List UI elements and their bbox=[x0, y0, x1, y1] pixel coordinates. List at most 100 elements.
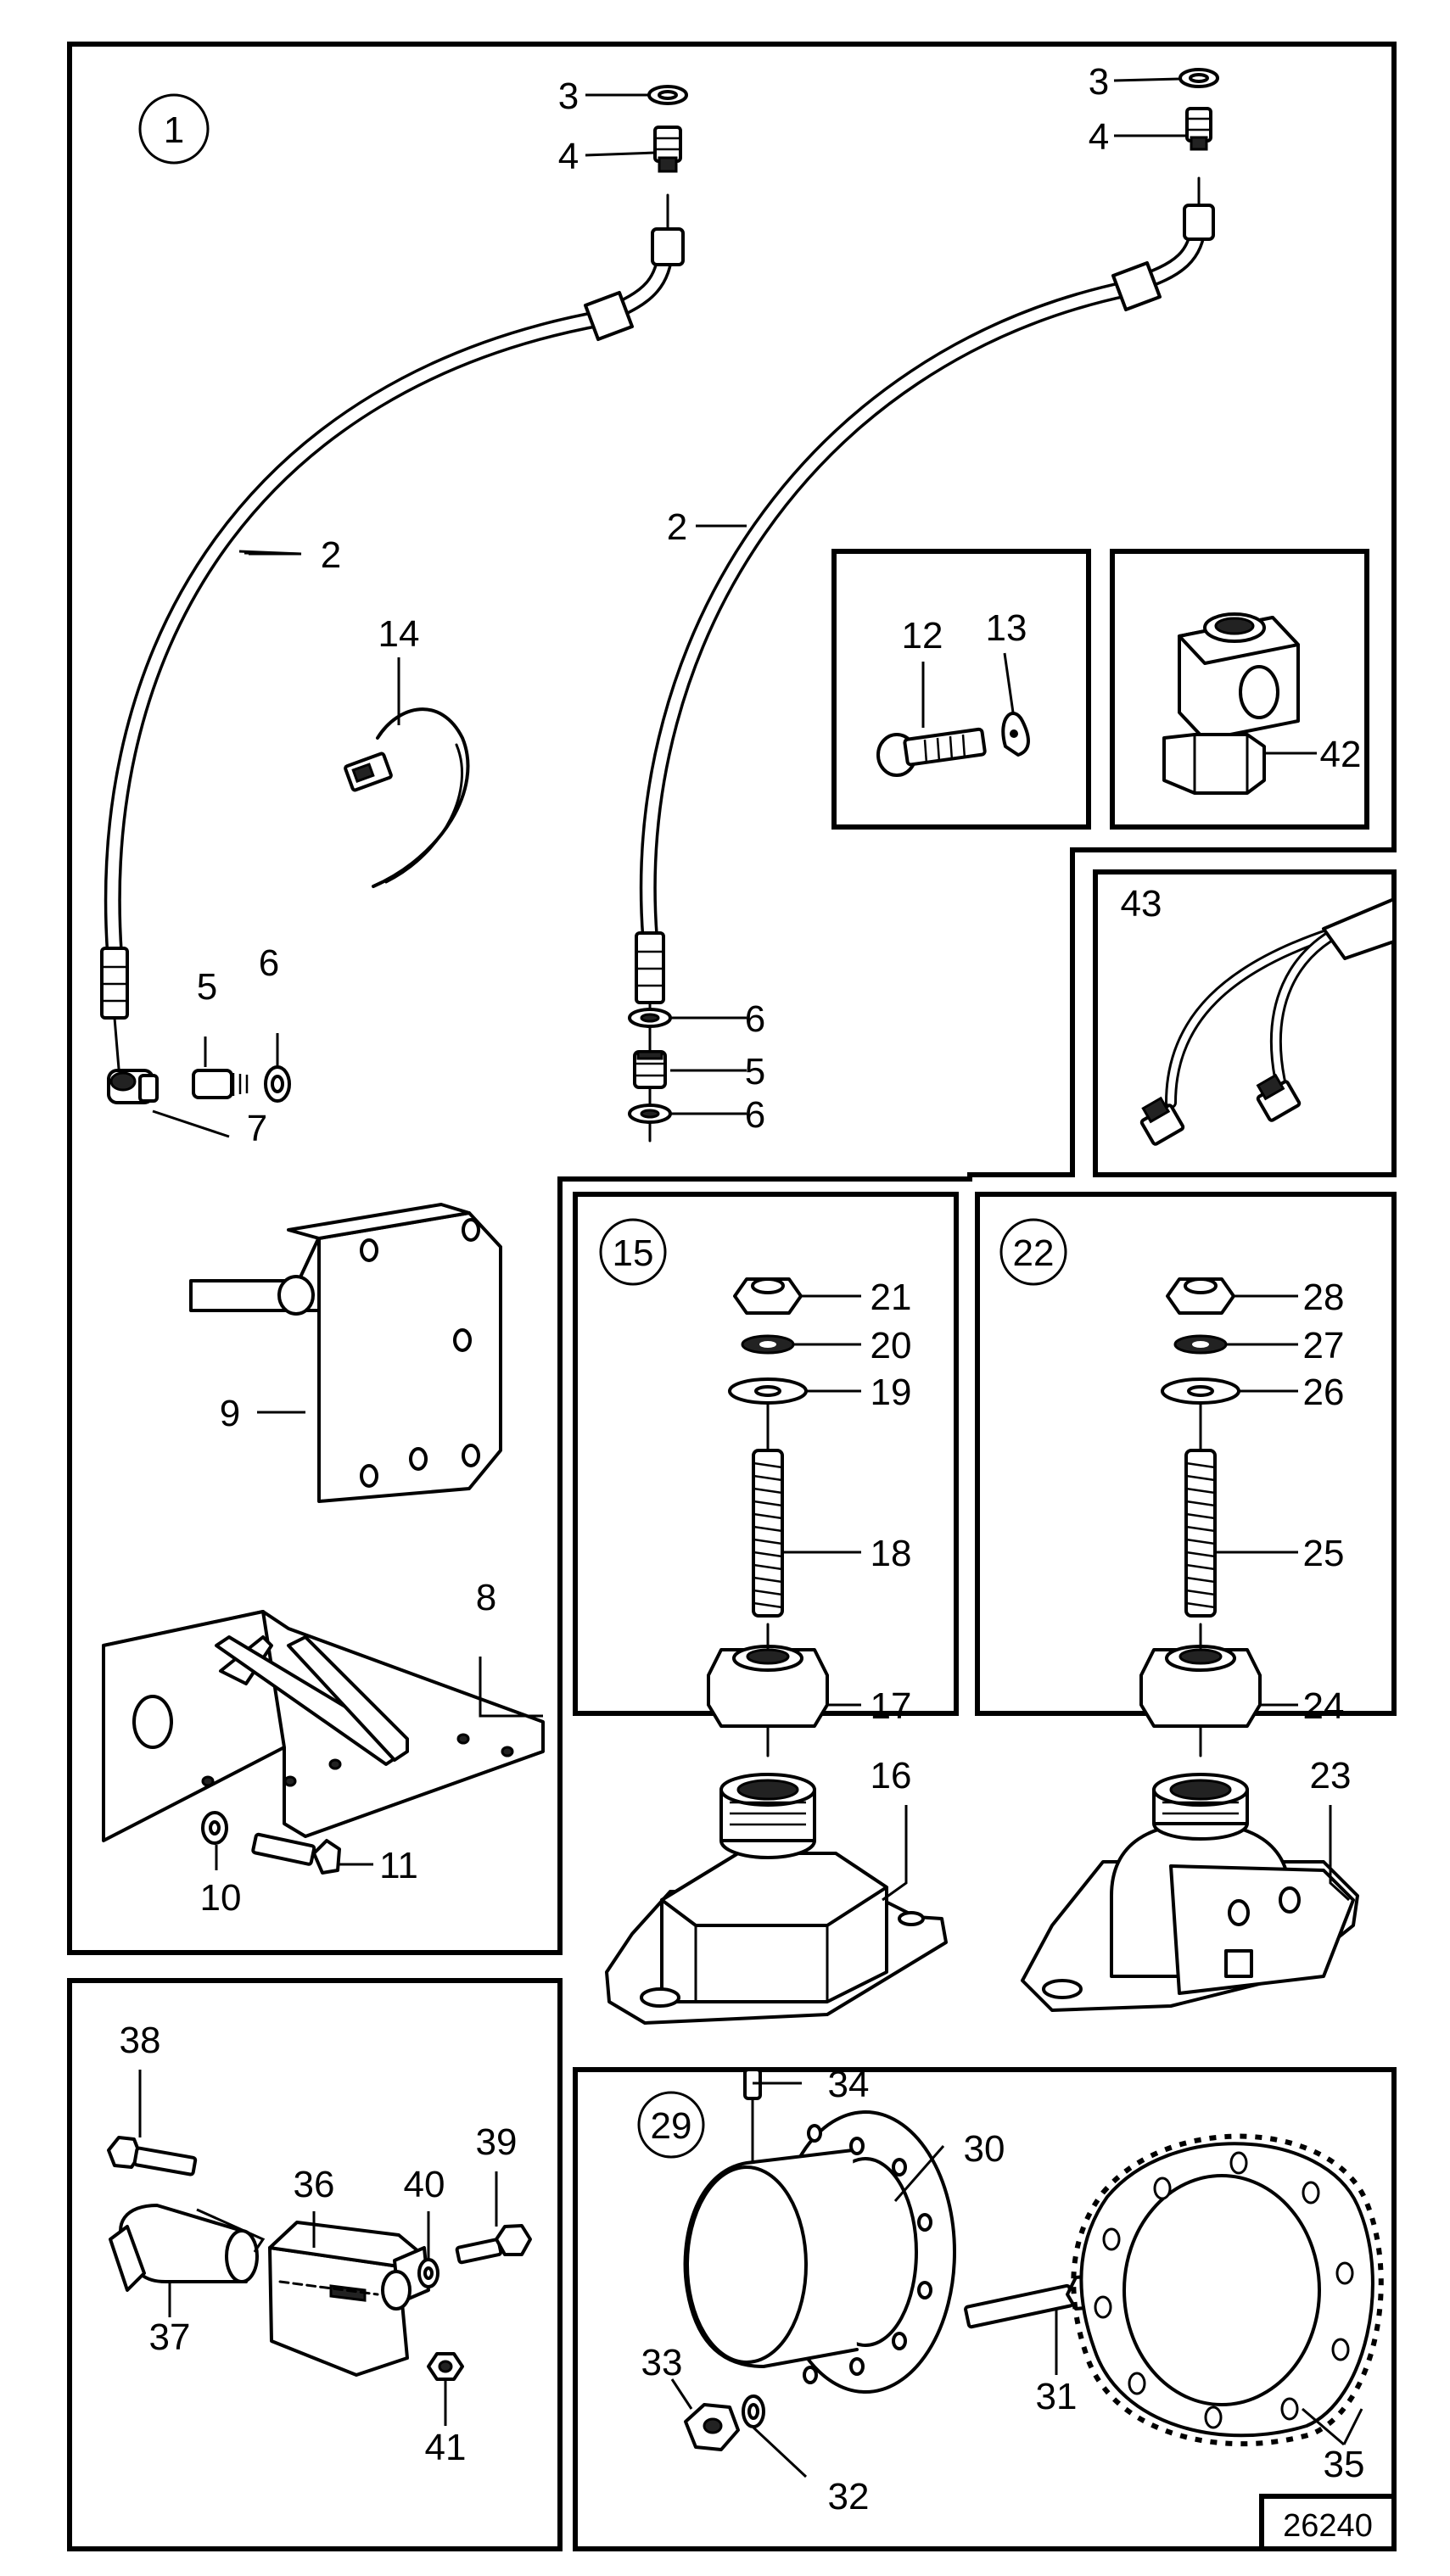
part-21-nut-a bbox=[733, 1277, 803, 1315]
label-7: 7 bbox=[247, 1108, 267, 1149]
part-24-nut-b bbox=[1139, 1623, 1262, 1757]
part-6-washer-right-upper bbox=[628, 1008, 672, 1028]
part-41-nut bbox=[427, 2352, 464, 2381]
part-20-lockwasher-a bbox=[741, 1334, 795, 1355]
label-6c: 6 bbox=[745, 1094, 765, 1136]
label-5b: 5 bbox=[745, 1051, 765, 1092]
label-21: 21 bbox=[871, 1277, 912, 1318]
part-4-nipple-right bbox=[1185, 107, 1212, 151]
frame-hoses bbox=[67, 42, 1397, 1955]
label-23: 23 bbox=[1310, 1755, 1352, 1796]
part-6-washer-lower-left bbox=[264, 1065, 291, 1103]
label-24: 24 bbox=[1303, 1685, 1345, 1727]
label-41: 41 bbox=[425, 2427, 467, 2468]
label-39: 39 bbox=[476, 2121, 518, 2163]
label-12: 12 bbox=[902, 615, 943, 657]
label-9: 9 bbox=[220, 1393, 240, 1434]
group-circle-29: 29 bbox=[637, 2091, 705, 2159]
part-35-sensor-ring bbox=[1071, 2133, 1384, 2447]
svg-text:15: 15 bbox=[613, 1232, 654, 1274]
frame-flywheel bbox=[573, 2067, 1397, 2551]
label-36: 36 bbox=[294, 2164, 335, 2205]
part-5-nipple-lower-left bbox=[192, 1069, 249, 1099]
part-10-washer bbox=[201, 1811, 228, 1845]
part-17-nut-a bbox=[707, 1623, 829, 1757]
figure-number: 26240 bbox=[1283, 2508, 1373, 2544]
frames: 26 2 40 bbox=[67, 42, 1397, 2551]
label-33: 33 bbox=[641, 2342, 683, 2383]
label-5a: 5 bbox=[197, 966, 217, 1008]
group-circle-15: 15 bbox=[599, 1218, 667, 1286]
label-3b: 3 bbox=[1089, 61, 1109, 103]
part-13-clip bbox=[1001, 712, 1030, 757]
part-23-mount-b bbox=[1021, 1773, 1359, 2012]
label-16: 16 bbox=[871, 1755, 912, 1796]
label-6a: 6 bbox=[259, 942, 279, 984]
label-6b: 6 bbox=[745, 998, 765, 1040]
part-33-nut bbox=[684, 2403, 740, 2451]
label-43: 43 bbox=[1121, 883, 1162, 925]
svg-text:22: 22 bbox=[1013, 1232, 1055, 1274]
part-14-cable-tie bbox=[344, 707, 470, 888]
part-4-nipple-left bbox=[653, 126, 682, 173]
part-3-washer-left bbox=[647, 85, 688, 105]
label-40: 40 bbox=[404, 2164, 445, 2205]
part-37-sensor bbox=[109, 2204, 259, 2292]
label-18: 18 bbox=[871, 1533, 912, 1574]
label-31: 31 bbox=[1036, 2376, 1078, 2417]
figure-number-box bbox=[1259, 2494, 1397, 2551]
label-38: 38 bbox=[120, 2020, 161, 2061]
part-18-stud-a bbox=[752, 1402, 784, 1618]
label-25: 25 bbox=[1303, 1533, 1345, 1574]
part-39-screw bbox=[455, 2224, 532, 2265]
part-7-banjo-left bbox=[107, 1016, 159, 1104]
part-38-screw bbox=[107, 2136, 198, 2176]
label-42: 42 bbox=[1320, 734, 1362, 775]
part-36-bracket bbox=[268, 2221, 430, 2377]
part-25-stud-b bbox=[1184, 1402, 1217, 1618]
label-26: 26 bbox=[1303, 1372, 1345, 1413]
label-2b: 2 bbox=[667, 506, 687, 548]
frame-tee-fitting bbox=[1110, 549, 1369, 830]
frame-sensor-bracket bbox=[67, 1978, 563, 2551]
frame-sensor-cable bbox=[1093, 869, 1397, 1177]
svg-text:1: 1 bbox=[164, 109, 184, 151]
part-43-sensor-cable bbox=[1139, 897, 1396, 1146]
hose-left bbox=[100, 193, 685, 1020]
part-5-nipple-right bbox=[633, 1050, 667, 1089]
label-8: 8 bbox=[476, 1577, 496, 1618]
part-9-bracket bbox=[189, 1203, 502, 1503]
label-4b: 4 bbox=[1089, 116, 1109, 158]
group-circle-22: 22 bbox=[999, 1218, 1067, 1286]
label-17: 17 bbox=[871, 1685, 912, 1727]
callout-labels: 3 4 3 4 2 2 14 12 13 42 43 5 6 6 5 6 7 9… bbox=[120, 61, 1365, 2517]
part-27-lockwasher-b bbox=[1173, 1334, 1228, 1355]
hose-right bbox=[635, 176, 1215, 1143]
label-20: 20 bbox=[871, 1325, 912, 1366]
label-13: 13 bbox=[986, 607, 1027, 649]
frame-screw-clip bbox=[831, 549, 1091, 830]
part-42-tee-fitting bbox=[1162, 612, 1300, 795]
part-12-screw bbox=[876, 727, 987, 777]
label-30: 30 bbox=[964, 2128, 1005, 2170]
label-10: 10 bbox=[200, 1877, 242, 1919]
label-4a: 4 bbox=[558, 136, 579, 177]
group-circle-1: 1 bbox=[138, 93, 210, 165]
leader-lines bbox=[138, 77, 1363, 2478]
label-32: 32 bbox=[828, 2476, 870, 2517]
label-11: 11 bbox=[379, 1845, 418, 1886]
part-11-bolt bbox=[251, 1832, 341, 1875]
part-30-housing bbox=[683, 2110, 956, 2394]
part-19-washer-a bbox=[728, 1377, 808, 1405]
part-16-mount-a bbox=[605, 1773, 948, 2025]
part-8-bracket bbox=[102, 1610, 545, 1842]
label-14: 14 bbox=[378, 613, 420, 655]
label-27: 27 bbox=[1303, 1325, 1345, 1366]
part-26-washer-b bbox=[1161, 1377, 1240, 1405]
label-3a: 3 bbox=[558, 75, 579, 117]
part-3-washer-right bbox=[1178, 68, 1219, 88]
svg-text:29: 29 bbox=[651, 2105, 692, 2147]
part-40-washer bbox=[417, 2258, 439, 2288]
